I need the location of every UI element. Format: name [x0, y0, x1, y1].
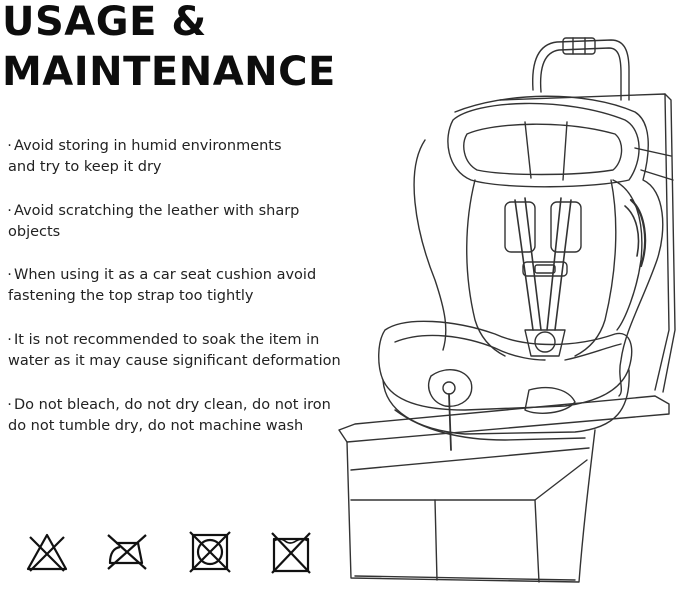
tip-line-1: Avoid scratching the leather with sharp [14, 203, 300, 219]
tip-line-1: Avoid storing in humid environments [14, 138, 282, 154]
car-seat-illustration [325, 30, 679, 585]
tip-item: · It is not recommended to soak the item… [6, 330, 341, 372]
page-title-line-1: USAGE & [2, 0, 207, 45]
no-iron-icon [104, 529, 150, 575]
tip-line-2: do not tumble dry, do not machine wash [8, 418, 304, 434]
no-bleach-icon [24, 529, 70, 575]
bullet-point: · [7, 332, 12, 348]
no-tumble-dry-icon [187, 529, 233, 575]
bullet-point: · [7, 203, 12, 219]
page-title-line-2: MAINTENANCE [2, 49, 336, 95]
tip-line-1: Do not bleach, do not dry clean, do not … [14, 397, 331, 413]
top-strap [532, 37, 630, 101]
tip-item: · Do not bleach, do not dry clean, do no… [6, 395, 331, 437]
tip-line-2: water as it may cause significant deform… [8, 353, 341, 369]
bullet-point: · [7, 138, 12, 154]
tip-item: · When using it as a car seat cushion av… [6, 265, 316, 307]
bullet-point: · [7, 267, 12, 283]
tip-line-2: fastening the top strap too tightly [8, 288, 254, 304]
tip-item: · Avoid scratching the leather with shar… [6, 201, 299, 243]
tip-line-2: and try to keep it dry [8, 159, 162, 175]
tip-line-1: It is not recommended to soak the item i… [14, 332, 320, 348]
bullet-point: · [7, 397, 12, 413]
tip-line-1: When using it as a car seat cushion avoi… [14, 267, 317, 283]
tip-item: · Avoid storing in humid environments an… [6, 136, 282, 178]
tip-line-2: objects [8, 224, 61, 240]
no-machine-wash-icon [268, 529, 314, 575]
